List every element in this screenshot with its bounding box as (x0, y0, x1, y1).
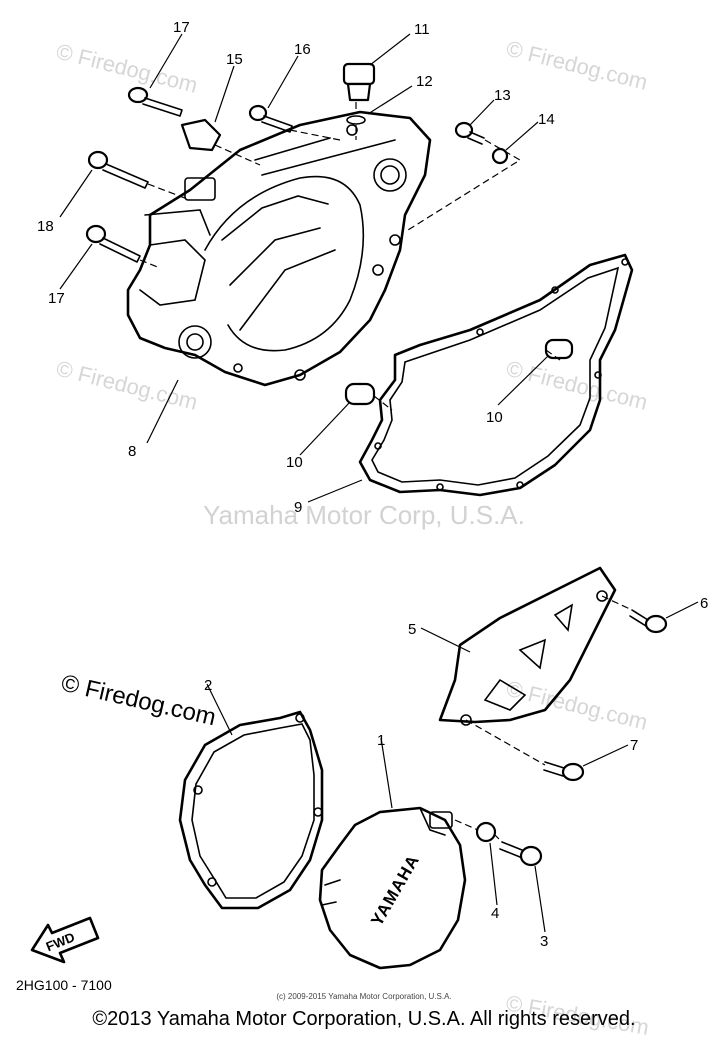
bolt-part-18 (87, 150, 149, 189)
callout-7: 7 (630, 737, 638, 754)
gasket-part-9 (358, 253, 634, 497)
magneto-cover-part-1: YAMAHA (318, 806, 467, 970)
callout-8: 8 (128, 443, 136, 460)
watermark-yamaha-center: Yamaha Motor Corp, U.S.A. (203, 500, 525, 530)
callout-12: 12 (416, 73, 433, 90)
watermark-firedog-1: © Firedog.com (54, 39, 200, 98)
assembly-lines-upper (139, 102, 561, 411)
callout-17-top: 17 (173, 19, 190, 36)
o-ring-part-12 (346, 115, 366, 125)
gasket-part-2 (178, 710, 324, 910)
watermark-firedog-4: © Firedog.com (504, 356, 650, 415)
callout-10-right: 10 (486, 409, 503, 426)
callout-3: 3 (540, 933, 548, 950)
clamp-part-15 (180, 118, 222, 152)
watermark-firedog-5: © Firedog.com (504, 676, 650, 735)
callout-6: 6 (700, 595, 708, 612)
bolt-part-17-left (85, 224, 141, 263)
plug-part-11 (342, 62, 376, 102)
dowel-pin-part-10-right (544, 338, 574, 360)
watermark-group: © Firedog.com © Firedog.com © Firedog.co… (54, 36, 651, 1040)
guard-part-5 (438, 566, 617, 726)
callout-10-left: 10 (286, 454, 303, 471)
bolt-part-6 (629, 609, 668, 634)
callout-16: 16 (294, 41, 311, 58)
callout-15: 15 (226, 51, 243, 68)
watermark-firedog-3: © Firedog.com (54, 356, 200, 415)
callout-1: 1 (377, 732, 385, 749)
watermark-firedog-dark: © Firedog.com (59, 670, 219, 732)
dowel-pin-part-10-left (344, 382, 376, 406)
callout-9: 9 (294, 499, 302, 516)
bolt-part-7 (543, 761, 585, 782)
callout-5: 5 (408, 621, 416, 638)
callout-18: 18 (37, 218, 54, 235)
callout-17-left: 17 (48, 290, 65, 307)
callout-2: 2 (204, 677, 212, 694)
bolt-part-3 (499, 841, 543, 867)
bolt-part-17-top (127, 86, 183, 117)
crankcase-cover-part-8 (126, 110, 432, 387)
fwd-label: FWD (44, 929, 77, 954)
washer-part-4 (475, 821, 497, 843)
callout-14: 14 (538, 111, 555, 128)
callout-numbers: 17 15 16 11 12 13 14 18 17 8 10 10 9 5 6… (37, 19, 708, 950)
fwd-arrow: FWD (30, 916, 100, 964)
callout-11: 11 (414, 21, 430, 38)
callout-leaders (59, 33, 699, 933)
callout-13: 13 (494, 87, 511, 104)
part-code: 2HG100 - 7100 (16, 977, 112, 993)
fasteners-upper (85, 62, 574, 406)
watermark-firedog-2: © Firedog.com (504, 36, 650, 95)
callout-4: 4 (491, 905, 499, 922)
cover-brand-yamaha: YAMAHA (367, 851, 423, 929)
copyright-small: (c) 2009-2015 Yamaha Motor Corporation, … (276, 992, 451, 1001)
bolt-part-13 (454, 121, 485, 145)
bolt-part-16 (248, 104, 293, 133)
assembly-lines-lower (454, 595, 633, 843)
copyright-footer: ©2013 Yamaha Motor Corporation, U.S.A. A… (92, 1008, 636, 1030)
